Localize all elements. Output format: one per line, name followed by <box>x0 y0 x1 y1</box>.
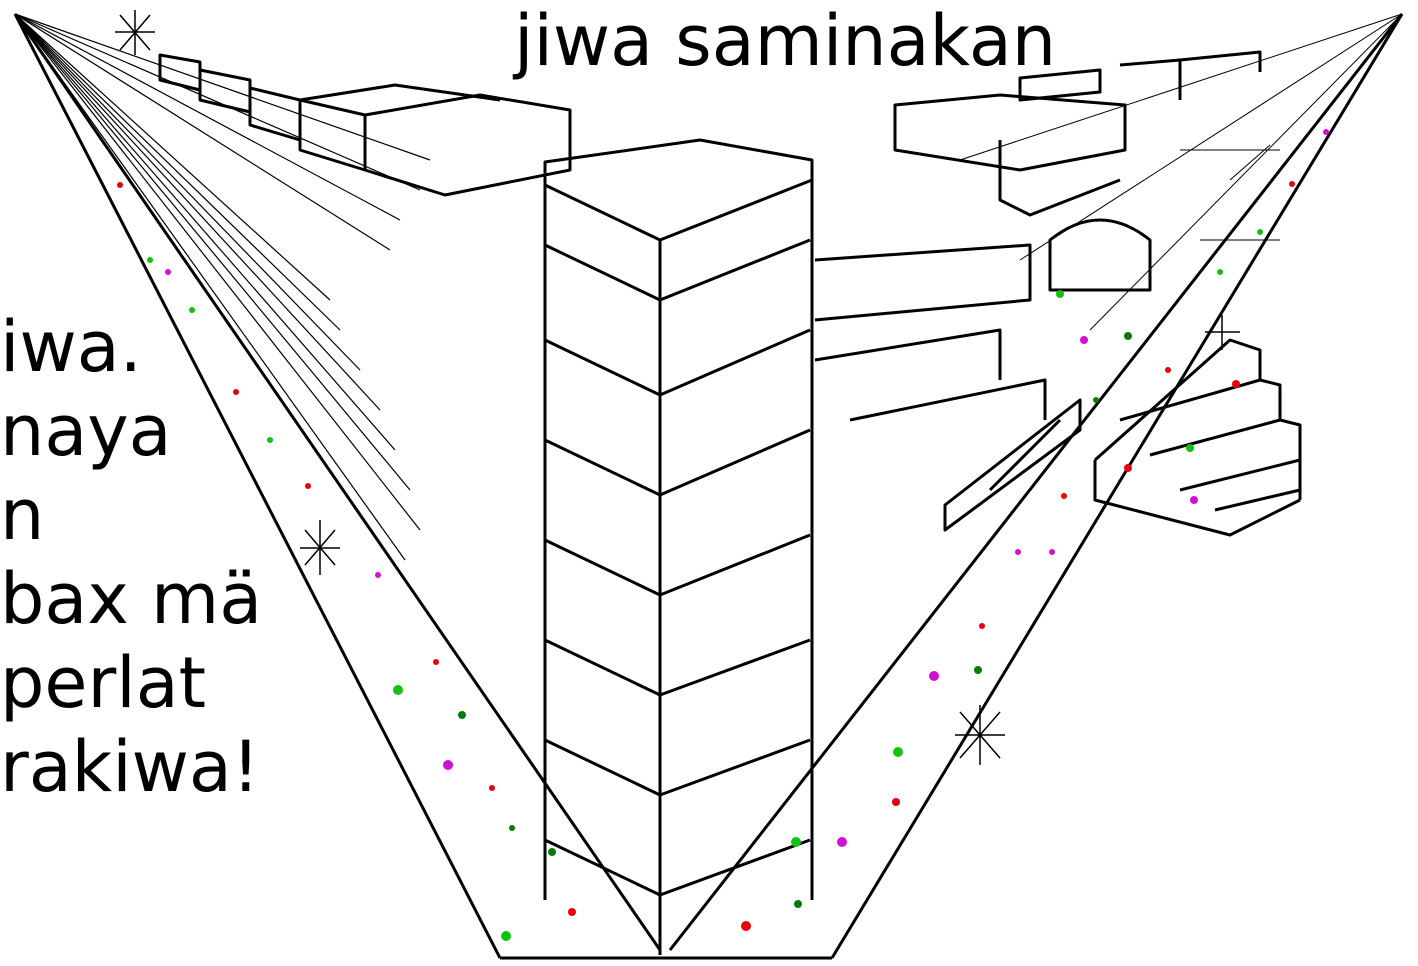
right-street-outer <box>830 13 1404 959</box>
sparkles <box>115 10 1240 765</box>
construction-lines <box>959 13 1403 331</box>
side-text-line: naya <box>0 390 172 472</box>
street-confetti <box>117 129 1329 941</box>
side-text-line: rakiwa! <box>0 726 260 808</box>
side-text-line: iwa. <box>0 306 142 388</box>
right-street-inner <box>668 13 1404 951</box>
left-rooftops <box>158 53 572 197</box>
corner-tower <box>543 138 814 955</box>
page-title: jiwa saminakan <box>514 0 1057 82</box>
left-street-outer <box>13 13 502 959</box>
left-street-inner <box>13 13 662 951</box>
side-text-line: n <box>0 474 45 556</box>
vanishing-guides-left <box>14 13 431 561</box>
right-buildings <box>814 50 1262 532</box>
side-text-line: perlat <box>0 642 207 724</box>
side-text: iwa. naya n bax mä perlat rakiwa! <box>0 312 300 872</box>
side-text-line: bax mä <box>0 558 263 640</box>
staircase <box>1093 338 1302 537</box>
